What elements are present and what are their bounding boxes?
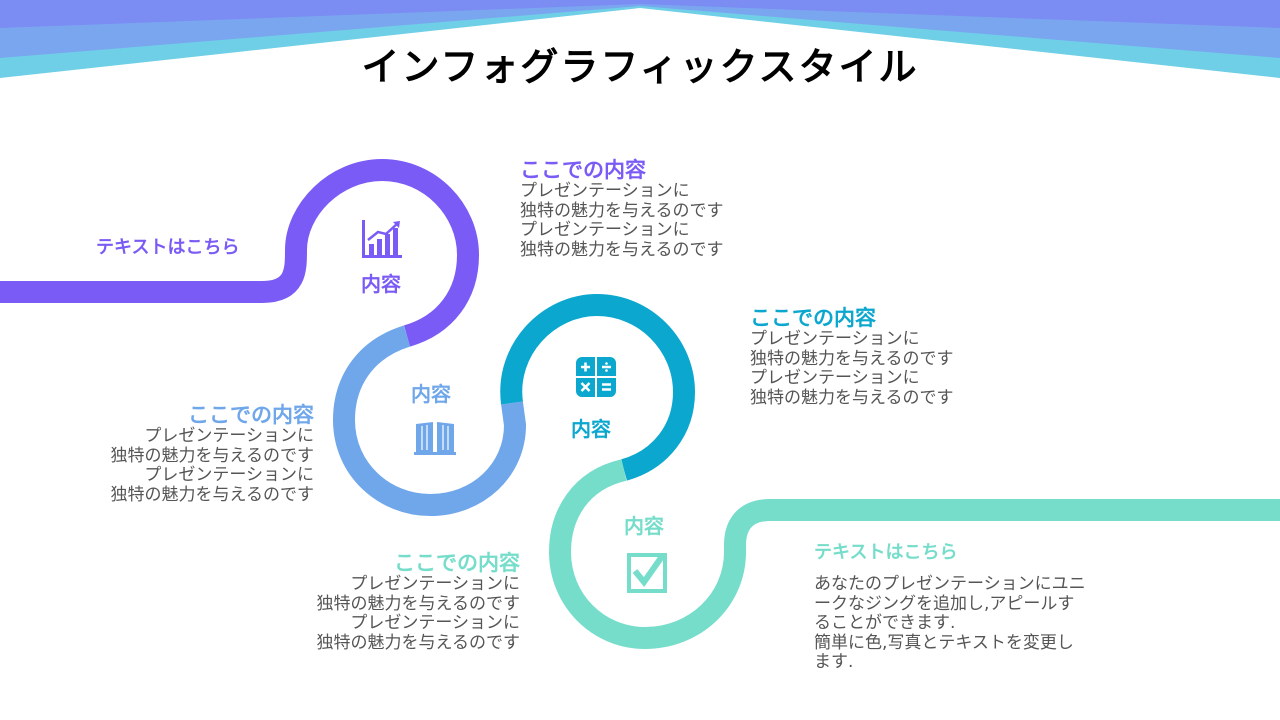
- text-line: 独特の魅力を与えるのです: [316, 632, 521, 653]
- text-line: 簡単に色,写真とテキストを変更し: [814, 632, 1074, 653]
- text-line: 独特の魅力を与えるのです: [520, 200, 724, 221]
- path-segment-2: [332, 325, 527, 517]
- text-line: プレゼンテーションに: [144, 426, 314, 446]
- node-label-3: 内容: [571, 417, 611, 441]
- text-line: 独特の魅力を与えるのです: [750, 348, 954, 369]
- text-block-heading: ここでの内容: [394, 551, 520, 575]
- text-line: あなたのプレゼンテーションにユニ: [814, 574, 1086, 594]
- text-line: ます.: [814, 652, 854, 672]
- text-line: プレゼンテーションに: [520, 181, 690, 201]
- text-line: 独特の魅力を与えるのです: [520, 239, 724, 260]
- node-label-1: 内容: [361, 272, 401, 296]
- path-segment-1: [0, 158, 480, 347]
- path-segment-3: [500, 293, 696, 481]
- text-block-heading: ここでの内容: [750, 306, 876, 330]
- text-line: プレゼンテーションに: [520, 220, 690, 240]
- book-icon: [414, 422, 456, 455]
- text-block-3: ここでの内容 プレゼンテーションに 独特の魅力を与えるのです プレゼンテーション…: [750, 306, 954, 408]
- text-block-4: ここでの内容 プレゼンテーションに 独特の魅力を与えるのです プレゼンテーション…: [246, 551, 521, 653]
- text-line: プレゼンテーションに: [350, 613, 520, 633]
- text-line: プレゼンテーションに: [350, 574, 520, 594]
- text-line: 独特の魅力を与えるのです: [750, 387, 954, 408]
- text-line: ークなジングを追加し,アピールす: [814, 593, 1075, 614]
- text-block-1: ここでの内容 プレゼンテーションに 独特の魅力を与えるのです プレゼンテーション…: [520, 158, 724, 260]
- text-block-2: ここでの内容 プレゼンテーションに 独特の魅力を与えるのです プレゼンテーション…: [40, 403, 315, 505]
- path-segment-4: [548, 459, 1280, 650]
- text-block-heading: ここでの内容: [520, 158, 646, 182]
- node-label-2: 内容: [411, 382, 451, 406]
- end-text-block: テキストはこちら あなたのプレゼンテーションにユニ ークなジングを追加し,アピー…: [814, 541, 1086, 673]
- end-heading: テキストはこちら: [814, 542, 958, 563]
- checkbox-icon: [627, 553, 667, 593]
- bar-chart-icon: [362, 220, 402, 258]
- text-block-heading: ここでの内容: [188, 403, 314, 427]
- text-line: プレゼンテーションに: [750, 329, 920, 349]
- node-label-4: 内容: [624, 514, 664, 538]
- text-line: 独特の魅力を与えるのです: [110, 484, 315, 505]
- start-label: テキストはこちら: [96, 237, 240, 258]
- calculator-icon: [576, 357, 616, 397]
- text-line: ることができます.: [814, 613, 956, 633]
- page-title: インフォグラフィックスタイル: [361, 45, 919, 89]
- header-banner: [0, 0, 1280, 78]
- text-line: 独特の魅力を与えるのです: [110, 445, 315, 466]
- text-line: 独特の魅力を与えるのです: [316, 593, 521, 614]
- text-line: プレゼンテーションに: [750, 368, 920, 388]
- text-line: プレゼンテーションに: [144, 465, 314, 485]
